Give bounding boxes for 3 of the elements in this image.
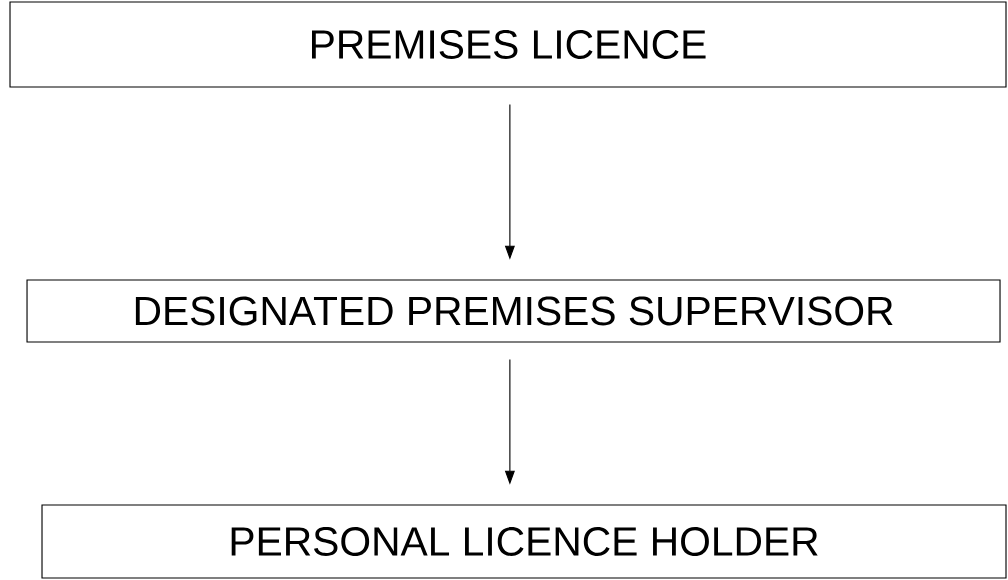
process-box: PREMISES LICENCE xyxy=(9,1,1007,88)
process-box: PERSONAL LICENCE HOLDER xyxy=(41,504,1007,579)
process-box: DESIGNATED PREMISES SUPERVISOR xyxy=(26,279,1001,343)
